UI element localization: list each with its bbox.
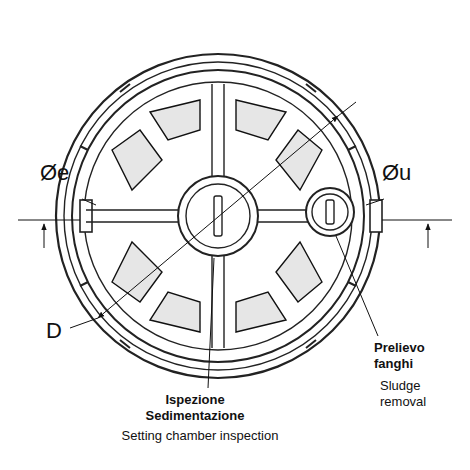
- dimension-label: Øe: [40, 160, 90, 186]
- dimension-label: D: [46, 318, 76, 344]
- part-label: Prelievo fanghi: [374, 340, 454, 371]
- part-label: Ispezione Sedimentazione: [120, 392, 270, 423]
- part-label-translation: Setting chamber inspection: [80, 428, 320, 444]
- part-label-translation: Sludge removal: [380, 378, 452, 409]
- dimension-label: Øu: [382, 160, 432, 186]
